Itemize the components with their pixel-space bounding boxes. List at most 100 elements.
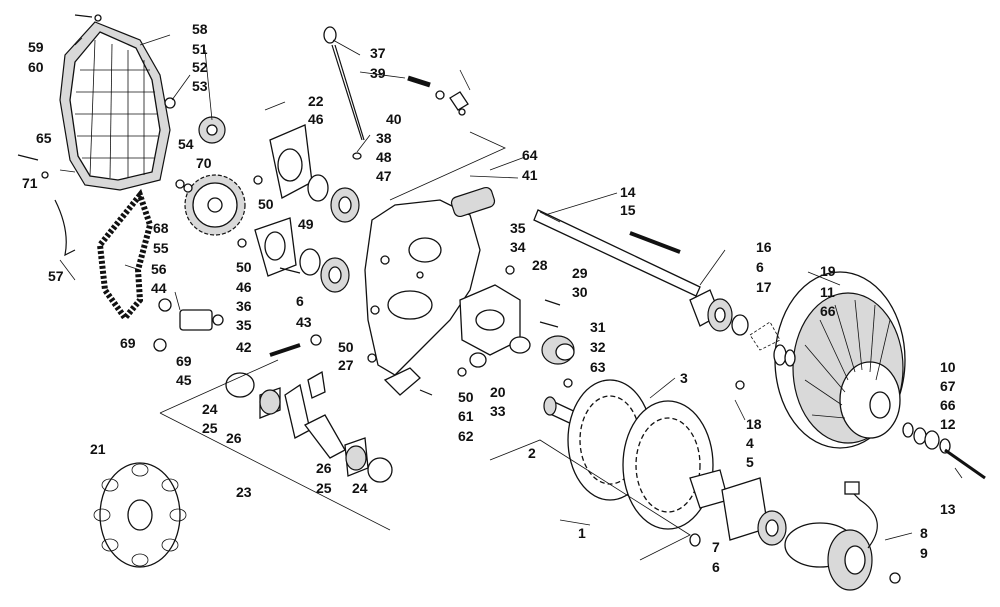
callout-45: 45 [176,372,192,388]
callout-20: 20 [490,384,506,400]
callout-6a: 6 [296,293,304,309]
collar-bearing [689,289,749,336]
callout-13: 13 [940,501,956,517]
callout-56: 56 [151,261,167,277]
small-chain [749,321,781,351]
track-drive [543,379,729,530]
callout-40: 40 [386,111,402,127]
bearing-flange-lower [237,217,350,293]
upper-sprocket [164,97,226,144]
callout-23: 23 [236,484,252,500]
callout-53: 53 [192,78,208,94]
callout-63: 63 [590,359,606,375]
driven-clutch [735,271,906,449]
brake-disc [93,462,187,568]
callout-28: 28 [532,257,548,273]
callout-46b: 46 [236,279,252,295]
callout-62: 62 [458,428,474,444]
callout-55: 55 [153,240,169,256]
chaincase-cover [59,21,171,191]
callout-67: 67 [940,378,956,394]
callout-18: 18 [746,416,762,432]
callout-66b: 66 [940,397,956,413]
callout-24a: 24 [202,401,218,417]
callout-16: 16 [756,239,772,255]
clutch-hardware [902,422,986,480]
brake-assembly [225,370,393,483]
gearcase-housing [364,199,481,376]
callout-44: 44 [151,280,167,296]
callout-50a: 50 [258,196,274,212]
callout-15: 15 [620,202,636,218]
drive-shaft [533,209,701,297]
callout-33: 33 [490,403,506,419]
callout-35a: 35 [236,317,252,333]
callout-64: 64 [522,147,538,163]
callout-39: 39 [370,65,386,81]
callout-21: 21 [90,441,106,457]
shaft-housing [457,265,575,388]
callout-8: 8 [920,525,928,541]
callout-26a: 26 [226,430,242,446]
callout-29: 29 [572,265,588,281]
drive-sprocket-b [622,400,714,530]
callout-69a: 69 [120,335,136,351]
callout-37: 37 [370,45,386,61]
plate [450,186,496,218]
cover-bolts [17,14,102,179]
callout-34: 34 [510,239,526,255]
leader-lines [59,34,963,541]
callout-69b: 69 [176,353,192,369]
callout-50c: 50 [338,339,354,355]
callout-57: 57 [48,268,64,284]
callout-19: 19 [820,263,836,279]
callout-2: 2 [528,445,536,461]
bearing-flange-upper [253,124,360,223]
outer-bearing [689,477,787,547]
callout-22: 22 [308,93,324,109]
callout-36: 36 [236,298,252,314]
callout-11: 11 [820,284,835,300]
speed-sensor [784,481,901,591]
callout-61: 61 [458,408,474,424]
callout-7: 7 [712,539,720,555]
callout-43: 43 [296,314,312,330]
tensioner-block [153,298,224,352]
callout-1: 1 [578,525,586,541]
callout-46a: 46 [308,111,324,127]
callout-42: 42 [236,339,252,355]
lever-plate [383,367,433,396]
callout-51: 51 [192,41,208,57]
callout-48: 48 [376,149,392,165]
callout-59: 59 [28,39,44,55]
callout-58: 58 [192,21,208,37]
callout-9: 9 [920,545,928,561]
callout-4: 4 [746,435,754,451]
callout-41: 41 [522,167,538,183]
callout-25b: 25 [316,480,332,496]
callout-27: 27 [338,357,354,373]
callout-50d: 50 [458,389,474,405]
callout-32: 32 [590,339,606,355]
callout-70: 70 [196,155,212,171]
callout-26b: 26 [316,460,332,476]
callout-3: 3 [680,370,688,386]
callout-52: 52 [192,59,208,75]
callout-6b: 6 [756,259,764,275]
callout-12: 12 [940,416,956,432]
lower-sprocket [175,174,246,236]
callout-50b: 50 [236,259,252,275]
callout-66a: 66 [820,303,836,319]
callout-24b: 24 [352,480,368,496]
callout-14: 14 [620,184,636,200]
callout-31: 31 [590,319,606,335]
upper-fittings [407,69,471,116]
callout-47: 47 [376,168,392,184]
callout-labels: 59 60 58 51 52 53 65 71 54 70 68 55 57 5… [22,21,956,575]
callout-71: 71 [22,175,38,191]
group-brackets [159,131,691,561]
callout-49: 49 [298,216,314,232]
callout-38: 38 [376,130,392,146]
callout-35b: 35 [510,220,526,236]
